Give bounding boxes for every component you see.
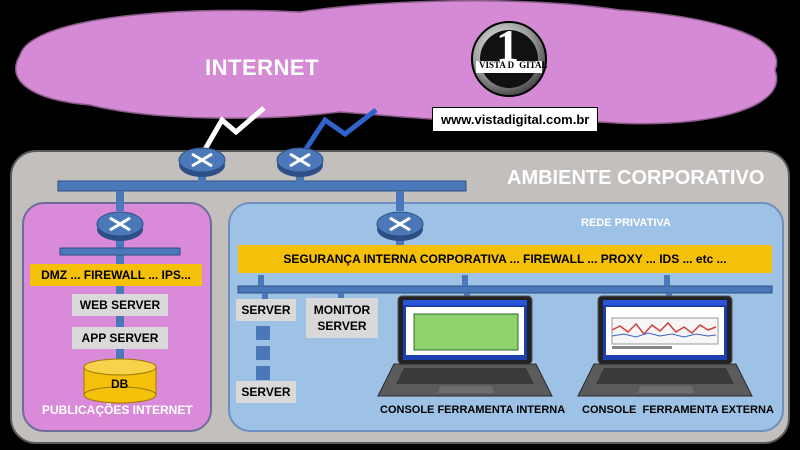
logo-text: VISTA D GITAL	[479, 60, 547, 70]
public-zone-title: PUBLICAÇÕES INTERNET	[42, 403, 193, 417]
logo-text-end: GITAL	[519, 60, 548, 70]
website-url[interactable]: www.vistadigital.com.br	[432, 107, 599, 132]
dmz-firewall-ips-label: DMZ ... FIREWALL ... IPS...	[30, 264, 202, 286]
app-server-label: APP SERVER	[72, 327, 168, 349]
laptop-icon-external	[577, 295, 753, 397]
server-label-bottom: SERVER	[236, 381, 296, 403]
corporate-title: AMBIENTE CORPORATIVO	[507, 167, 765, 189]
main-bus	[57, 180, 467, 192]
router-icon-internet-2	[276, 147, 324, 177]
router-icon-public	[96, 211, 144, 241]
web-server-label: WEB SERVER	[72, 294, 168, 316]
router-icon-private	[376, 211, 424, 241]
router-icon-internet-1	[178, 147, 226, 177]
logo-digit: 1	[496, 20, 519, 71]
console-internal-label: CONSOLE FERRAMENTA INTERNA	[380, 404, 566, 416]
vista-digital-logo	[471, 21, 547, 97]
private-bus	[237, 285, 773, 294]
laptop-icon-internal	[377, 295, 553, 397]
security-bar: SEGURANÇA INTERNA CORPORATIVA ... FIREWA…	[238, 245, 772, 273]
private-network-title: REDE PRIVATIVA	[581, 217, 671, 229]
monitor-server-label: MONITOR SERVER	[306, 298, 378, 338]
console-external-label: CONSOLE FERRAMENTA EXTERNA	[582, 404, 774, 416]
internet-cloud	[15, 0, 778, 125]
internet-link-blue	[297, 108, 378, 160]
db-label: DB	[111, 377, 129, 391]
public-bus	[59, 247, 181, 256]
internet-link-white	[197, 106, 266, 160]
logo-text-start: VISTA D	[479, 60, 515, 70]
database-icon	[83, 358, 157, 404]
internet-label: INTERNET	[205, 55, 319, 80]
server-label-top: SERVER	[236, 299, 296, 321]
